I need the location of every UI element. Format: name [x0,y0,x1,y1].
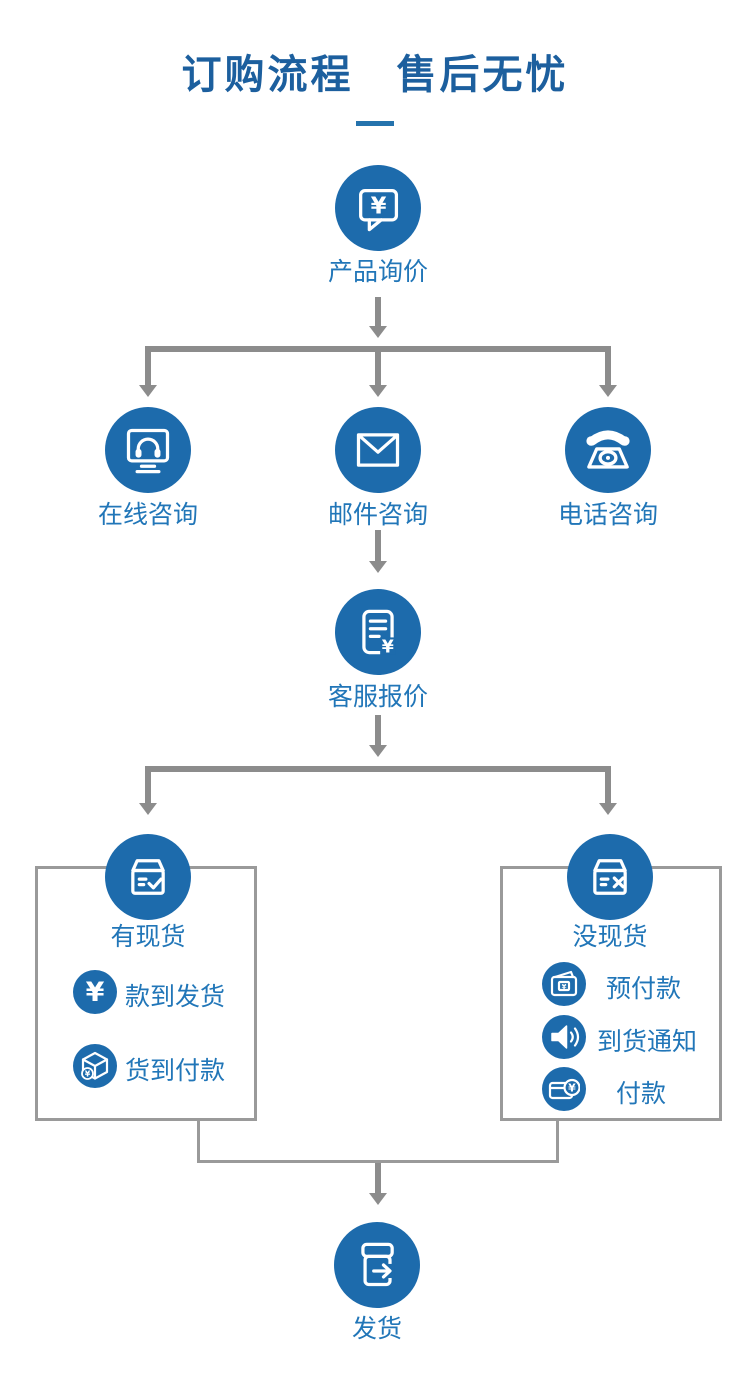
node-phone-consult [565,407,651,493]
label-prepay: 预付款 [606,974,682,1003]
node-in-stock [105,834,191,920]
label-arrival-notice: 到货通知 [597,1027,698,1056]
document-yen-icon: ¥ [352,606,404,658]
node-product-inquiry: ¥ [335,165,421,251]
connector-line [145,766,611,772]
label-out-of-stock: 没现货 [572,922,648,951]
label-in-stock: 有现货 [110,922,186,951]
label-ship: 发货 [351,1314,402,1343]
connector-line [145,770,151,804]
connector-line [145,346,611,352]
arrow-down-icon [599,803,617,815]
connector-line [197,1121,200,1163]
box-arrow-icon [351,1239,403,1291]
svg-text:¥: ¥ [371,193,387,219]
label-email-consult: 邮件咨询 [327,500,428,529]
label-online-consult: 在线咨询 [97,500,198,529]
label-phone-consult: 电话咨询 [557,500,658,529]
connector-line [375,530,381,562]
connector-line [375,297,381,327]
connector-line [197,1160,559,1163]
item-circle-pay-then-ship: ¥ [73,970,117,1014]
connector-line [605,770,611,804]
arrow-down-icon [369,561,387,573]
connector-line [556,1121,559,1163]
connector-line [605,350,611,386]
arrow-down-icon [369,385,387,397]
node-online-consult [105,407,191,493]
arrow-down-icon [599,385,617,397]
monitor-headset-icon [122,424,174,476]
arrow-down-icon [369,326,387,338]
box-x-icon [584,851,636,903]
label-cod: 货到付款 [125,1056,226,1085]
label-product-inquiry: 产品询价 [327,257,428,286]
connector-line [375,715,381,746]
item-circle-payment: ¥ [542,1067,586,1111]
arrow-down-icon [369,745,387,757]
label-payment: 付款 [616,1079,667,1108]
package-coin-icon: ¥ [79,1050,111,1082]
svg-text:¥: ¥ [85,1070,91,1079]
telephone-icon [581,423,635,477]
label-pay-then-ship: 款到发货 [125,982,226,1011]
box-check-icon [122,851,174,903]
item-circle-prepay: ¥ [542,962,586,1006]
card-yen-icon: ¥ [548,1073,580,1105]
svg-text:¥: ¥ [562,983,567,991]
yen-icon: ¥ [73,970,117,1014]
title-underline [356,121,394,126]
node-out-of-stock [567,834,653,920]
item-circle-arrival-notice [542,1015,586,1059]
connector-line [375,350,381,386]
svg-text:¥: ¥ [382,638,394,658]
speaker-icon [548,1021,580,1053]
connector-line [375,1163,381,1194]
chat-yen-icon: ¥ [352,182,404,234]
arrow-down-icon [139,803,157,815]
wallet-yen-icon: ¥ [548,968,580,1000]
arrow-down-icon [139,385,157,397]
envelope-icon [352,424,404,476]
page-title: 订购流程 售后无忧 [181,52,569,98]
svg-text:¥: ¥ [568,1082,576,1095]
label-service-quote: 客服报价 [327,682,428,711]
connector-line [145,350,151,386]
arrow-down-icon [369,1193,387,1205]
node-ship [334,1222,420,1308]
item-circle-cod: ¥ [73,1044,117,1088]
svg-text:¥: ¥ [86,977,105,1008]
node-email-consult [335,407,421,493]
node-service-quote: ¥ [335,589,421,675]
